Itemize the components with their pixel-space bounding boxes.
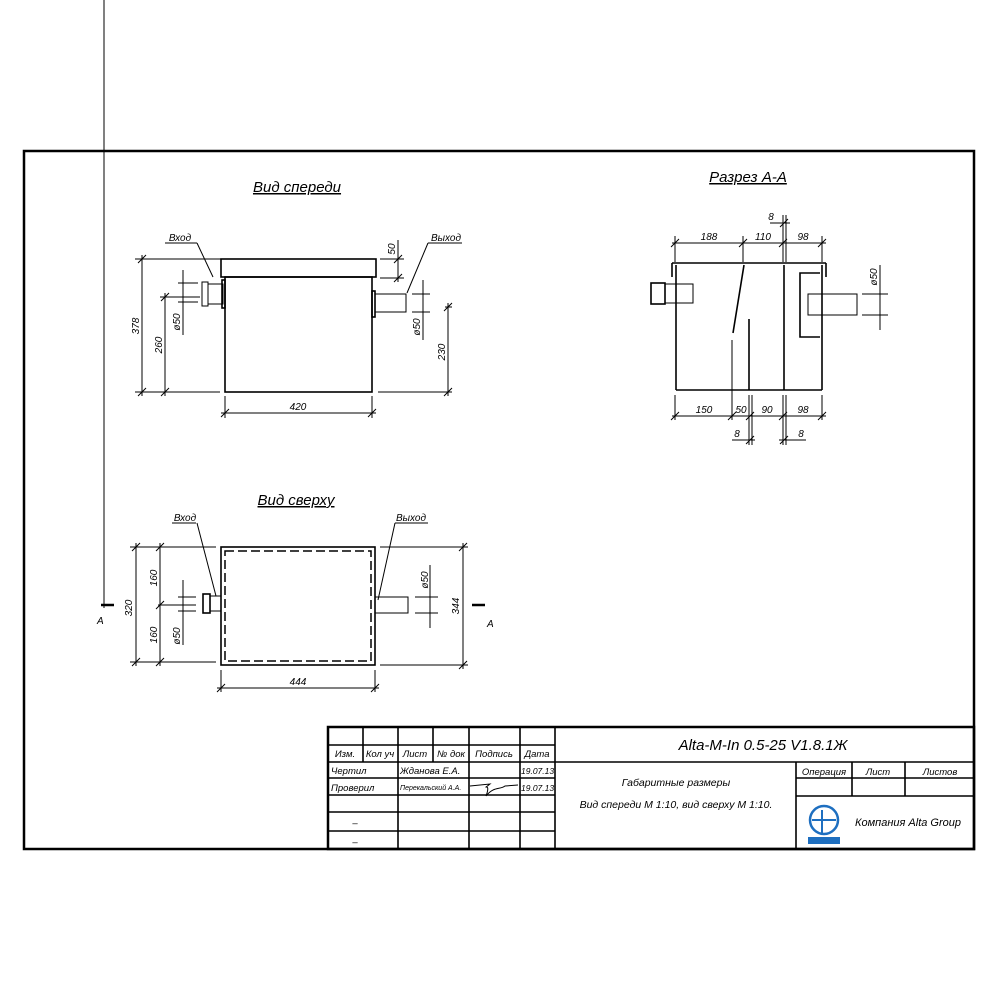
front-view-title: Вид спереди xyxy=(253,179,342,196)
dim-188: 188 xyxy=(701,232,718,243)
dim-8-bottom-2: 8 xyxy=(798,429,804,440)
col-operation: Операция xyxy=(802,767,846,778)
section-outlet-pipe xyxy=(807,293,858,316)
drawn-date: 19.07.13 xyxy=(521,766,554,776)
signature xyxy=(469,783,519,797)
dim-260: 260 xyxy=(154,336,165,354)
col-sheets: Листов xyxy=(922,767,958,778)
outlet-box xyxy=(799,272,820,338)
top-inner-dashed xyxy=(224,550,372,662)
section-mark-right-label: A xyxy=(486,619,494,630)
header-list: Лист xyxy=(402,749,428,760)
top-inlet-label: Вход xyxy=(174,513,197,524)
top-outline xyxy=(220,546,376,666)
section-inlet-socket xyxy=(650,282,666,305)
section-inlet-pipe xyxy=(664,283,694,304)
dim-150: 150 xyxy=(696,405,713,416)
inlet-label: Вход xyxy=(169,233,192,244)
header-doc-no: № док xyxy=(437,749,465,760)
dim-444: 444 xyxy=(290,677,307,688)
dim-50-bottom: 50 xyxy=(735,405,747,416)
outlet-pipe xyxy=(374,293,407,313)
dim-section-outlet-dia: ø50 xyxy=(869,268,880,286)
dim-320: 320 xyxy=(124,599,135,616)
dash-2: – xyxy=(351,837,358,848)
top-outlet-label: Выход xyxy=(396,513,426,524)
dim-90: 90 xyxy=(761,405,773,416)
section-view-title: Разрез А-А xyxy=(709,169,787,186)
dash-1: – xyxy=(351,818,358,829)
outlet-label: Выход xyxy=(431,233,461,244)
lid xyxy=(220,258,377,278)
dim-160-top: 160 xyxy=(149,569,160,586)
col-sheet: Лист xyxy=(865,767,891,778)
header-kol-uch: Кол уч xyxy=(366,749,394,760)
checked-date: 19.07.13 xyxy=(521,783,554,793)
dim-420: 420 xyxy=(290,402,307,413)
dim-98-bottom: 98 xyxy=(797,405,809,416)
dim-50: 50 xyxy=(387,243,398,255)
checked-by: Перекальский А.А. xyxy=(400,784,461,792)
inlet-pipe xyxy=(207,283,224,305)
drawn-by: Жданова Е.А. xyxy=(399,766,460,777)
header-izm: Изм. xyxy=(335,749,355,760)
section-view: Разрез А-А 188 110 98 8 150 50 xyxy=(650,169,888,445)
dim-230: 230 xyxy=(437,343,448,361)
description-line-1: Габаритные размеры xyxy=(622,777,731,789)
top-view-title: Вид сверху xyxy=(258,492,336,509)
dim-top-outlet-dia: ø50 xyxy=(420,571,431,589)
front-view: Вид спереди Вход Выход 378 260 ø50 420 5… xyxy=(131,179,462,418)
company-name: Компания Alta Group xyxy=(855,817,961,829)
inlet-socket xyxy=(201,281,209,307)
dim-110: 110 xyxy=(755,232,771,243)
header-signature: Подпись xyxy=(475,749,513,760)
top-outlet-pipe xyxy=(374,596,409,614)
dim-344: 344 xyxy=(451,597,462,614)
dim-98-top: 98 xyxy=(797,232,809,243)
dim-top-inlet-dia: ø50 xyxy=(172,627,183,645)
tank-body xyxy=(224,276,373,393)
checked-label: Проверил xyxy=(331,783,375,794)
description-line-2: Вид спереди М 1:10, вид сверху М 1:10. xyxy=(580,799,773,811)
dim-8-top: 8 xyxy=(768,212,774,223)
title-block: Изм. Кол уч Лист № док Подпись Дата Черт… xyxy=(326,725,976,851)
top-inlet-socket xyxy=(202,593,211,614)
dim-outlet-dia: ø50 xyxy=(412,318,423,336)
dim-inlet-dia: ø50 xyxy=(172,313,183,331)
dim-378: 378 xyxy=(131,317,142,334)
dim-160-bottom: 160 xyxy=(149,626,160,643)
alta-group-logo xyxy=(808,804,840,844)
section-mark-left-label: A xyxy=(96,616,104,627)
header-date: Дата xyxy=(523,749,549,760)
top-inlet-pipe xyxy=(209,595,222,612)
drawn-label: Чертил xyxy=(331,766,367,777)
top-view: Вид сверху A A Вход Выход 320 160 160 ø5… xyxy=(96,0,494,693)
doc-code: Alta-M-In 0.5-25 V1.8.1Ж xyxy=(678,737,849,754)
dim-8-bottom-1: 8 xyxy=(734,429,740,440)
